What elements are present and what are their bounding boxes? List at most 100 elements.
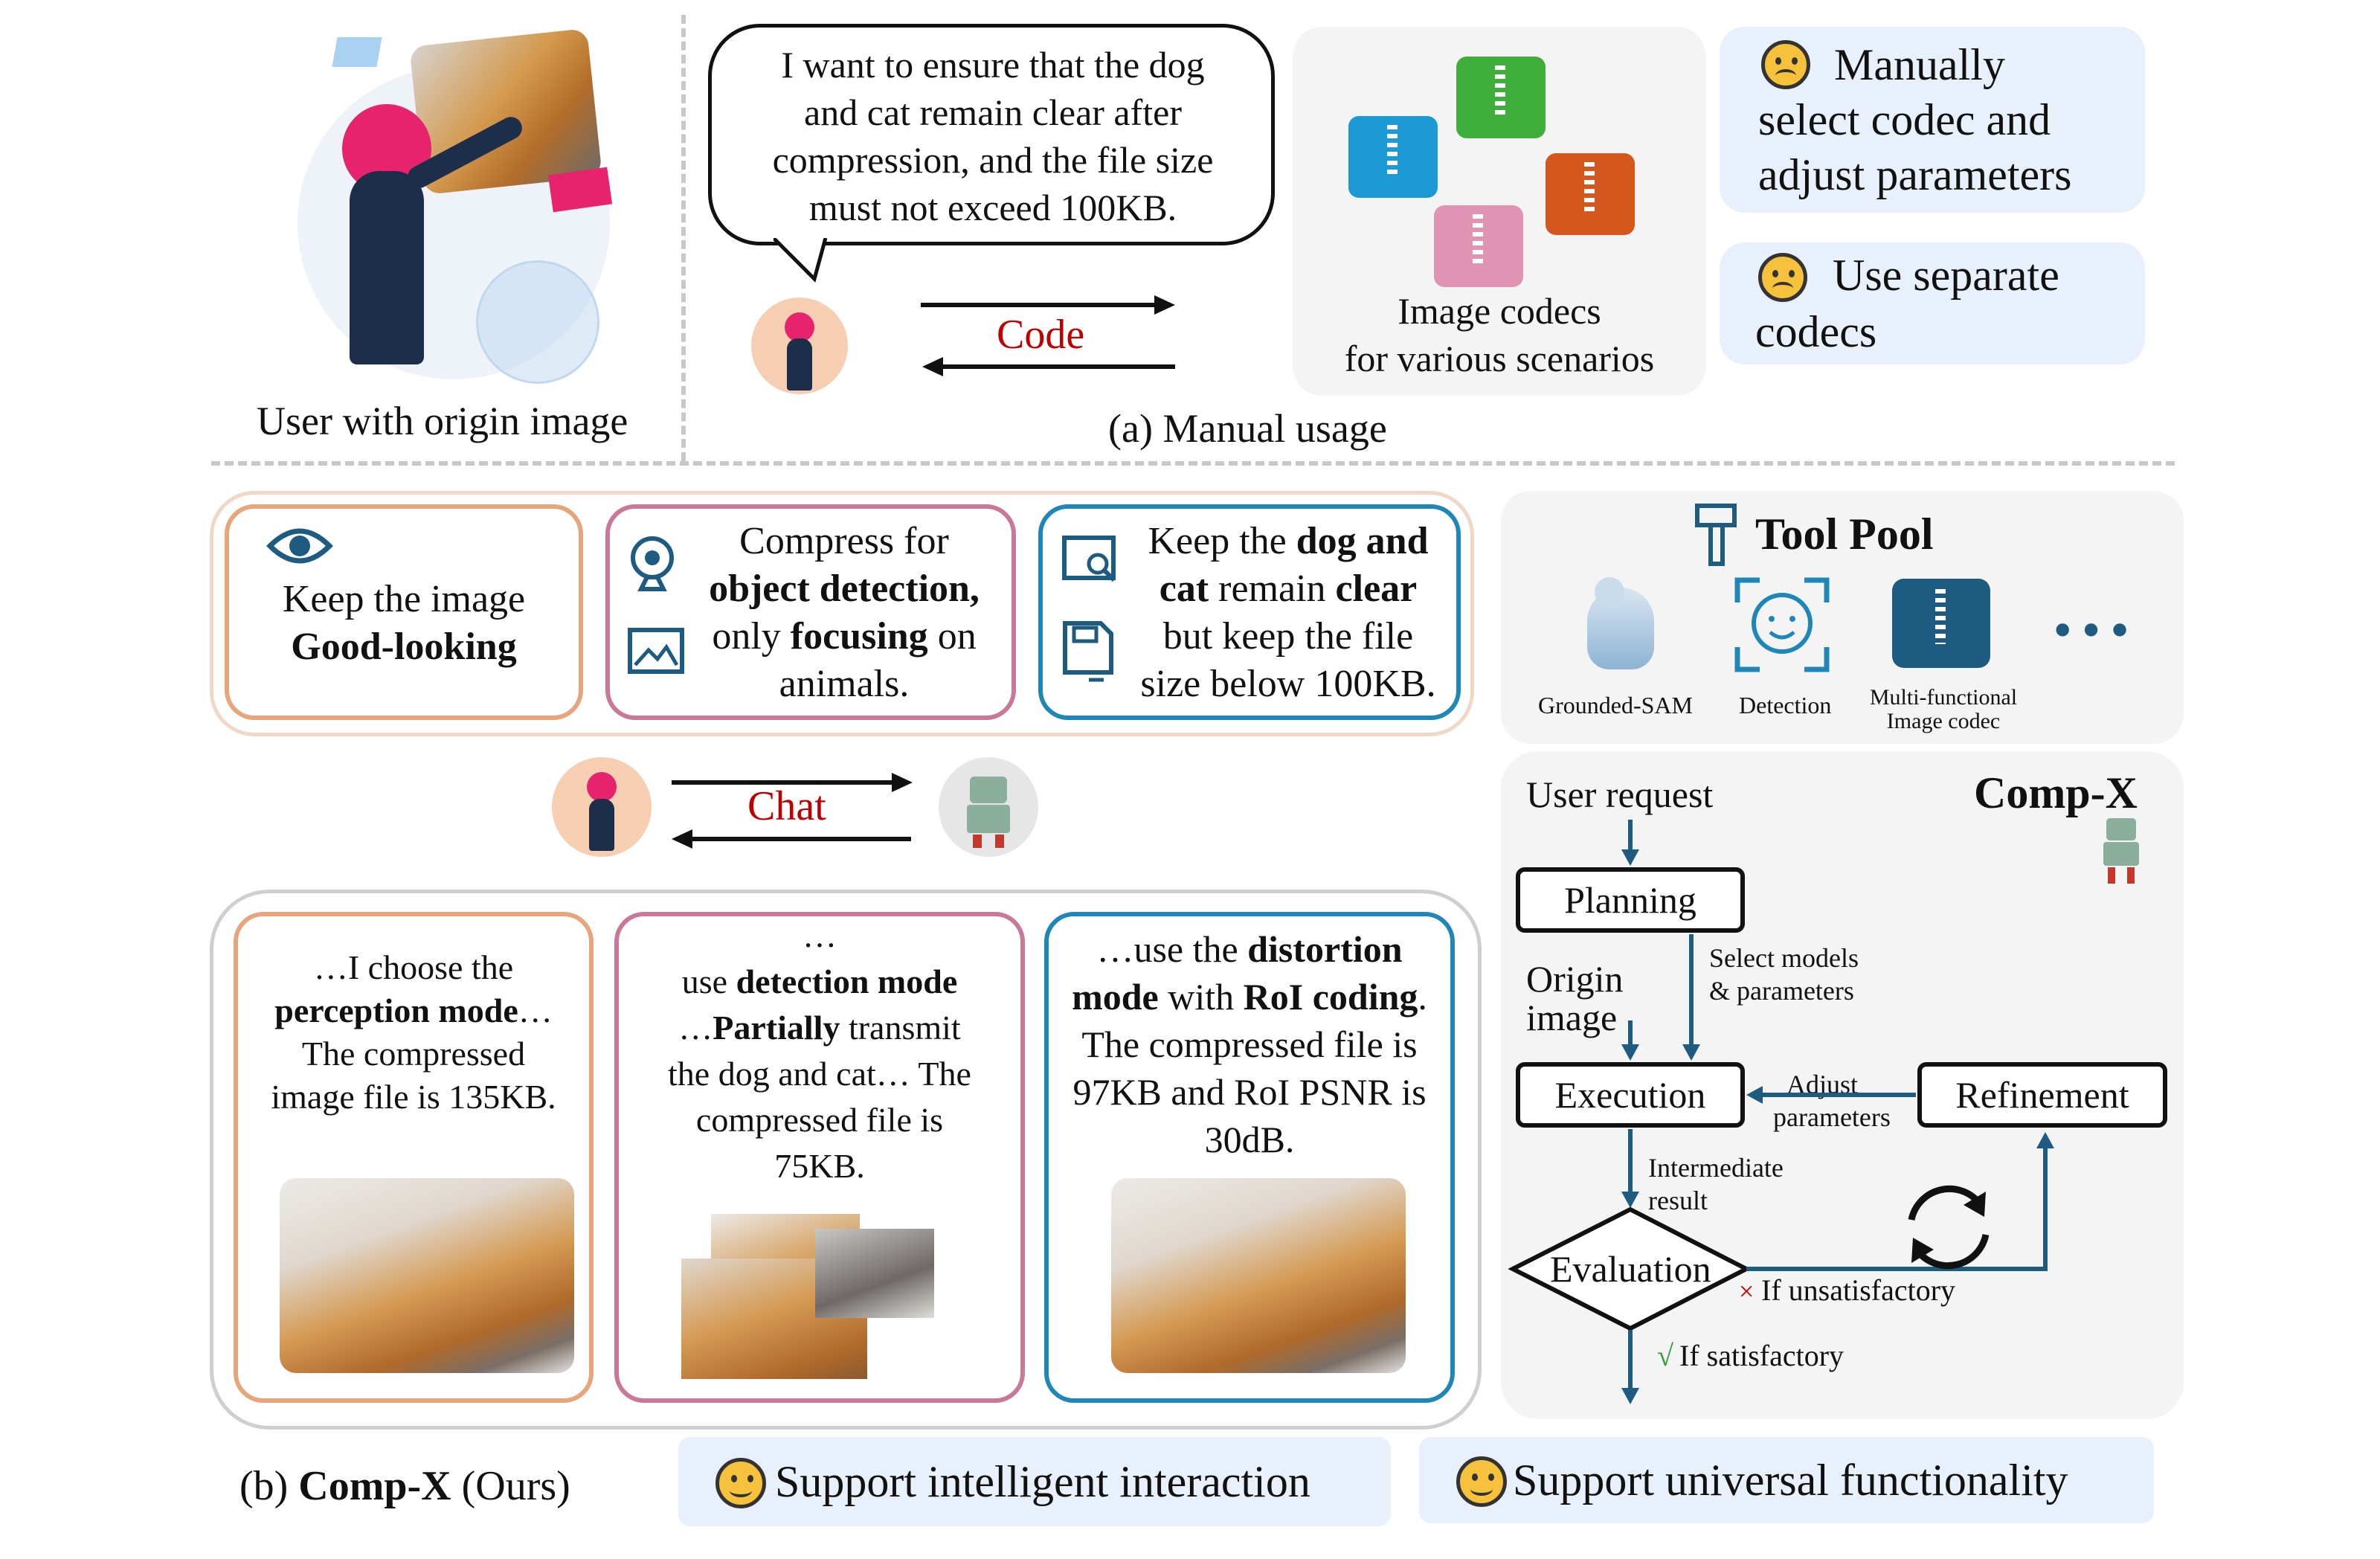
execution-label: Execution	[1554, 1074, 1706, 1116]
smile-face-icon	[715, 1458, 766, 1508]
response-2-line1: use detection mode	[619, 959, 1020, 1005]
request-1-line2: Good-looking	[291, 626, 517, 668]
grounded-sam-icon	[1572, 573, 1669, 677]
request-3-b: remain	[1209, 568, 1336, 610]
intermediate-label-1: Intermediate	[1648, 1153, 1784, 1183]
request-3-a-bold: dog and	[1296, 520, 1429, 562]
response-distortion: …use the distortion mode with RoI coding…	[1044, 912, 1455, 1403]
speech-bubble	[708, 24, 1275, 245]
save-file-icon	[1063, 621, 1113, 682]
response-3-pre: …use the	[1096, 928, 1248, 970]
smile-face-icon	[1456, 1456, 1507, 1507]
webcam-icon	[631, 536, 674, 591]
pro-intelligent-interaction: Support intelligent interaction	[678, 1437, 1391, 1526]
folder-orange-icon	[1546, 153, 1635, 235]
response-3-line3: The compressed file is	[1081, 1023, 1418, 1065]
satisfactory-mark: √	[1657, 1339, 1673, 1372]
flow-connectors	[1508, 820, 2054, 1404]
response-3-bold3: RoI coding	[1243, 976, 1418, 1018]
tool-codec-label: Multi-functional Image codec	[1850, 686, 2036, 733]
pro-2-text: Support universal functionality	[1513, 1456, 2068, 1505]
user-avatar	[751, 298, 848, 394]
chat-user-avatar	[552, 757, 652, 857]
request-3-line3: but keep the file	[1162, 615, 1414, 658]
vertical-divider	[681, 15, 686, 461]
code-label: Code	[997, 312, 1085, 358]
response-2-line5: 75KB.	[774, 1147, 865, 1185]
eye-icon	[266, 528, 333, 564]
folder-pink-icon	[1434, 205, 1523, 287]
chat-label: Chat	[747, 783, 826, 829]
intermediate-label-2: result	[1648, 1186, 1708, 1215]
folder-green-icon	[1456, 57, 1546, 138]
request-2-post: on	[927, 615, 977, 658]
response-2-line2: …Partially transmit	[619, 1005, 1020, 1051]
dog-cat-photo-perception	[280, 1178, 574, 1373]
tool-detection: Detection	[1739, 692, 1832, 719]
responses-container	[210, 890, 1482, 1430]
request-3-b-bold: cat	[1159, 568, 1209, 610]
response-2-pre: use	[681, 962, 736, 1000]
compx-panel: Comp-X User request Origin image Select …	[1501, 751, 2184, 1419]
request-1-line1: Keep the image	[282, 578, 526, 620]
tool-grounded-sam: Grounded-SAM	[1538, 692, 1693, 719]
request-2-line3: only focusing on	[681, 613, 1008, 660]
section-b-bold: Comp-X	[298, 1463, 451, 1509]
request-3-a: Keep the	[1148, 520, 1296, 562]
request-object-detection: Compress for object detection, only focu…	[605, 504, 1016, 720]
response-perception: …I choose the perception mode… The compr…	[234, 912, 594, 1403]
response-3-bold2: mode	[1072, 976, 1159, 1018]
user-request-label: User request	[1526, 774, 1714, 815]
planning-box: Planning	[1516, 867, 1745, 933]
sad-face-icon	[1761, 40, 1810, 89]
manual-usage-section: User with origin image I want to ensure …	[0, 0, 2380, 461]
response-2-line0: …	[803, 916, 837, 954]
request-2-line4: animals.	[779, 663, 910, 705]
response-3-line1: …use the distortion	[1049, 925, 1450, 973]
response-1-line2: perception mode…	[238, 989, 589, 1032]
response-3-bold1: distortion	[1247, 928, 1403, 970]
origin-image-label-1: Origin	[1526, 958, 1624, 1000]
origin-image-label-2: image	[1526, 997, 1618, 1038]
hammer-icon	[1695, 504, 1737, 566]
request-3-line2: cat remain clear	[1121, 565, 1456, 613]
response-2-bold2: Partially	[713, 1009, 840, 1047]
sad-face-icon	[1758, 253, 1807, 302]
response-2-line4: compressed file is	[695, 1101, 944, 1139]
comp-x-section-label: (b) Comp-X (Ours)	[239, 1462, 570, 1510]
refinement-label: Refinement	[1955, 1074, 2129, 1116]
response-detection: … use detection mode …Partially transmit…	[614, 912, 1025, 1403]
response-1-line1: …I choose the	[313, 948, 514, 986]
section-b-post: (Ours)	[451, 1463, 570, 1509]
unsatisfactory-mark: ×	[1739, 1276, 1755, 1306]
requests-container	[210, 491, 1474, 736]
detection-face-icon	[1734, 577, 1830, 672]
request-good-looking: Keep the image Good-looking	[225, 504, 583, 720]
tool-codec-line1: Multi-functional	[1869, 685, 2018, 710]
response-3-line2: mode with RoI coding.	[1049, 973, 1450, 1020]
response-2-ellipsis: …	[678, 1009, 713, 1047]
tool-codec-line2: Image codec	[1886, 709, 2001, 733]
dog-cat-photo-distortion	[1111, 1178, 1406, 1373]
execution-box: Execution	[1516, 1062, 1745, 1128]
user-illustration	[268, 22, 654, 394]
con-manual-selection: Manually select codec and adjust paramet…	[1720, 27, 2145, 213]
planning-label: Planning	[1564, 879, 1696, 921]
request-keep-clear: Keep the dog and cat remain clear but ke…	[1038, 504, 1461, 720]
refresh-icon	[1908, 1185, 1990, 1270]
response-3-line4: 97KB and RoI PSNR is	[1072, 1071, 1427, 1113]
unsatisfactory-label: If unsatisfactory	[1761, 1273, 1956, 1307]
folder-blue-icon	[1348, 116, 1438, 198]
chat-arrows	[672, 773, 913, 849]
compx-title: Comp-X	[1974, 768, 2138, 817]
request-2-line1: Compress for	[739, 520, 949, 562]
request-3-b-bold2: clear	[1335, 568, 1418, 610]
response-3-line5: 30dB.	[1204, 1119, 1295, 1160]
dog-cat-photo-partial	[681, 1214, 942, 1379]
speech-bubble-tail	[774, 238, 828, 283]
request-2-pre: only	[712, 615, 791, 658]
tool-pool-title: Tool Pool	[1755, 510, 1934, 559]
evaluation-label: Evaluation	[1550, 1248, 1711, 1290]
tool-pool-panel: Tool Pool Grounded-SAM Detection Multi-f…	[1501, 491, 2184, 744]
response-3-mid: with	[1158, 976, 1244, 1018]
